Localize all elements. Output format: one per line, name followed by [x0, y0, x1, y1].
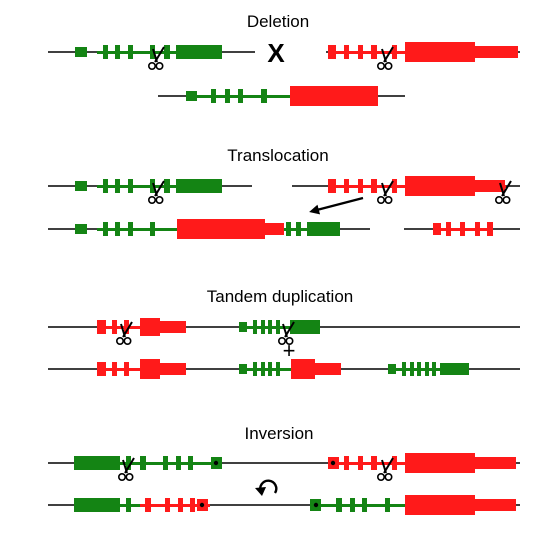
translocation-row-2 — [48, 196, 520, 239]
gene-green — [239, 320, 320, 334]
tandem-row-1: + — [48, 318, 520, 363]
inversion-row-2 — [48, 495, 520, 515]
inversion-row-1 — [48, 453, 520, 482]
deletion-x-marker: X — [267, 38, 285, 68]
gene-green — [75, 45, 222, 59]
translocation-row-1 — [48, 176, 520, 205]
gene-green — [75, 179, 222, 193]
gene-red — [290, 86, 378, 106]
deletion-row-2 — [158, 86, 405, 106]
duplication-plus-marker: + — [283, 338, 296, 363]
tandem-row-2 — [48, 359, 520, 379]
title-deletion: Deletion — [247, 12, 309, 31]
scissors-icon — [376, 180, 394, 205]
gene-red — [97, 359, 341, 379]
scissors-icon — [376, 457, 394, 482]
deletion-row-1: X — [48, 38, 520, 71]
title-inversion: Inversion — [245, 424, 314, 443]
gene-red — [177, 219, 493, 239]
gene-red — [328, 42, 518, 62]
title-tandem-duplication: Tandem duplication — [207, 287, 353, 306]
title-translocation: Translocation — [227, 146, 328, 165]
gene-green — [186, 89, 290, 103]
gene-green — [75, 222, 340, 236]
rotate-icon — [255, 479, 278, 496]
gene-red — [328, 176, 506, 196]
gene-red — [328, 453, 516, 473]
arrow-icon — [309, 196, 364, 215]
gene-green — [239, 362, 469, 376]
gene-green — [74, 456, 222, 470]
gene-red — [97, 318, 186, 336]
scissors-icon — [376, 46, 394, 71]
